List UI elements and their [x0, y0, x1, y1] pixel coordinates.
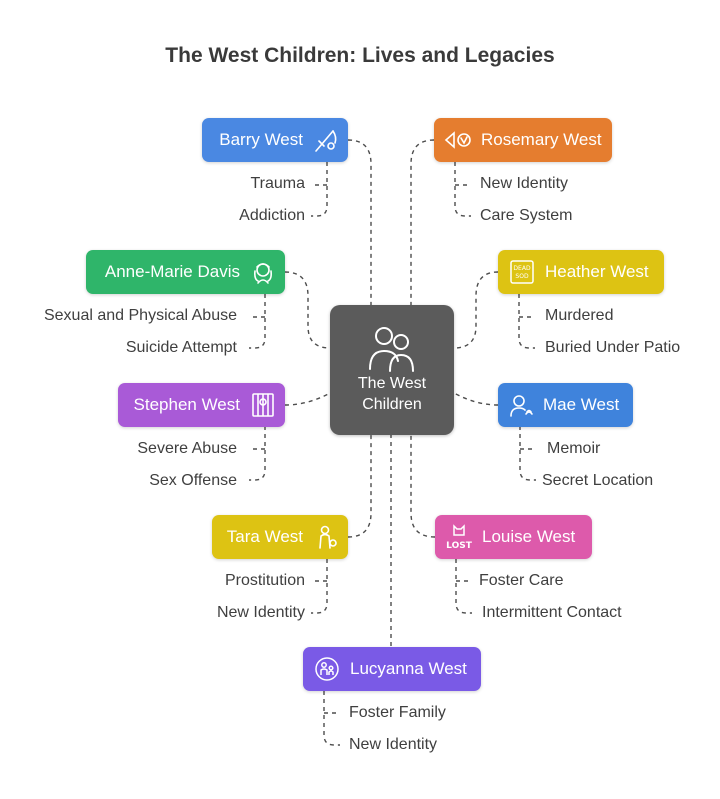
node-rosemary-west[interactable]: Rosemary West [434, 118, 612, 162]
node-stephen-west[interactable]: Stephen West [118, 383, 285, 427]
node-label: Tara West [226, 527, 303, 546]
detail-stephen-1: Severe Abuse [137, 440, 237, 457]
detail-heather-1: Murdered [545, 307, 614, 324]
node-louise-west[interactable]: LOST Louise West [435, 515, 592, 559]
person-money-icon [312, 523, 340, 551]
prison-bars-icon [249, 391, 277, 419]
woman-icon [249, 258, 277, 286]
detail-barry-1: Trauma [250, 175, 305, 192]
node-label: Barry West [219, 130, 303, 149]
connector-rosemary [410, 139, 435, 305]
center-line-1: The West [357, 375, 427, 392]
connector-stephen [284, 392, 331, 406]
detail-tara-1: Prostitution [224, 572, 305, 589]
detail-heather-2: Buried Under Patio [545, 339, 681, 356]
diagram-title: The West Children: Lives and Legacies [165, 44, 555, 67]
detail-louise-2: Intermittent Contact [482, 604, 622, 621]
family-icon [313, 655, 341, 683]
node-tara-west[interactable]: Tara West [212, 515, 348, 559]
node-label: Heather West [545, 262, 649, 281]
detail-mae-1: Memoir [547, 440, 601, 457]
node-label: Anne-Marie Davis [104, 262, 240, 281]
connector-tara [347, 435, 372, 538]
svg-text:LOST: LOST [446, 541, 473, 551]
node-anne-marie-davis[interactable]: Anne-Marie Davis [86, 250, 285, 294]
node-label: Mae West [543, 395, 620, 414]
detail-rosemary-1: New Identity [480, 175, 569, 192]
detail-rosemary-2: Care System [480, 207, 573, 224]
detail-louise-1: Foster Care [479, 572, 564, 589]
connector-anne-marie [284, 271, 331, 349]
svg-text:DEAD: DEAD [513, 265, 531, 272]
detail-stephen-2: Sex Offense [149, 472, 237, 489]
identity-tag-icon [444, 126, 472, 154]
author-icon [508, 391, 534, 419]
detail-lucyanna-2: New Identity [349, 736, 438, 753]
node-label: Lucyanna West [350, 659, 467, 678]
node-label: Rosemary West [481, 130, 602, 149]
detail-anne-marie-1: Sexual and Physical Abuse [43, 307, 237, 324]
node-barry-west[interactable]: Barry West [202, 118, 348, 162]
lost-cat-icon: LOST [445, 523, 473, 551]
center-line-2: Children [362, 396, 422, 413]
svg-text:SOD: SOD [515, 273, 529, 280]
detail-tara-2: New Identity [216, 604, 305, 621]
connector-heather [453, 271, 499, 349]
node-mae-west[interactable]: Mae West [498, 383, 633, 427]
children-group-icon [369, 327, 414, 372]
connector-mae [453, 392, 499, 406]
detail-barry-2: Addiction [239, 207, 305, 224]
connector-barry [347, 139, 372, 305]
detail-lucyanna-1: Foster Family [349, 704, 446, 721]
center-node: The West Children [330, 305, 454, 435]
node-lucyanna-west[interactable]: Lucyanna West [303, 647, 481, 691]
detail-anne-marie-2: Suicide Attempt [125, 339, 237, 356]
node-label: Stephen West [133, 395, 240, 414]
fishing-rod-icon [312, 126, 340, 154]
node-label: Louise West [482, 527, 576, 546]
detail-mae-2: Secret Location [542, 472, 654, 489]
connector-louise [410, 435, 436, 538]
